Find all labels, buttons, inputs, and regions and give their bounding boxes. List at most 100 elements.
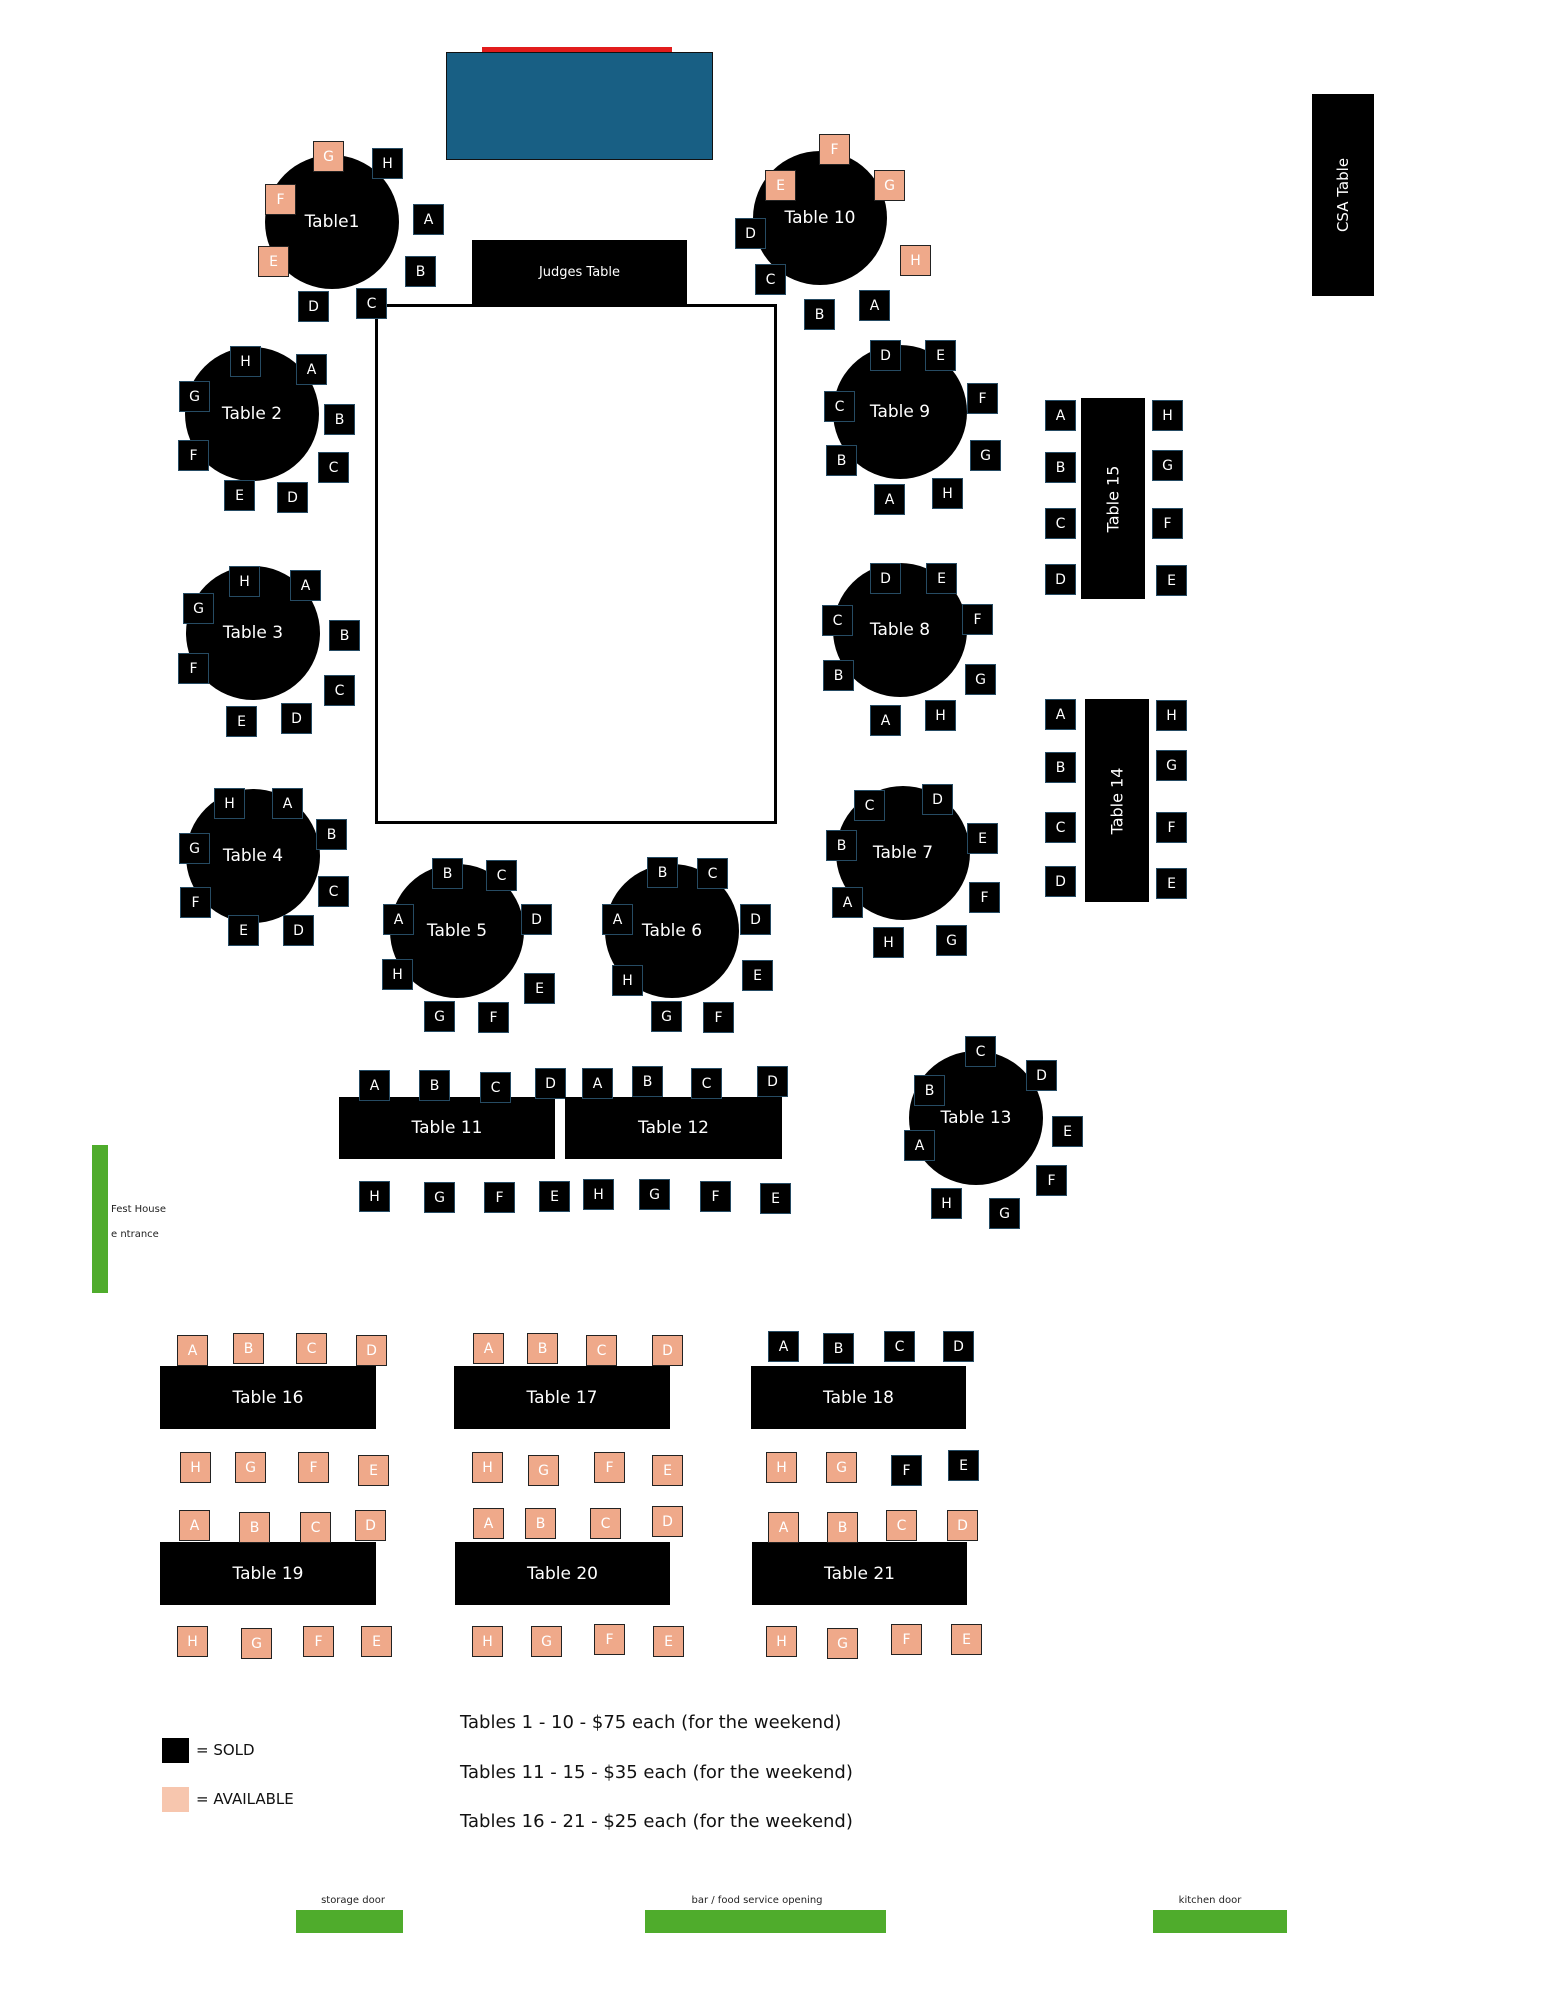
t2-seat-g[interactable]: G xyxy=(179,381,210,412)
t15-seat-g[interactable]: G xyxy=(1152,450,1183,481)
t12-seat-e[interactable]: E xyxy=(760,1183,791,1214)
t10-seat-a[interactable]: A xyxy=(859,290,890,321)
t14-seat-b[interactable]: B xyxy=(1045,752,1076,783)
t11-seat-h[interactable]: H xyxy=(359,1181,390,1212)
t1-seat-g[interactable]: G xyxy=(313,141,344,172)
t20-seat-h[interactable]: H xyxy=(472,1626,503,1657)
t3-seat-e[interactable]: E xyxy=(226,706,257,737)
t19-seat-g[interactable]: G xyxy=(241,1628,272,1659)
t6-seat-e[interactable]: E xyxy=(742,960,773,991)
t15-seat-c[interactable]: C xyxy=(1045,508,1076,539)
t4-seat-a[interactable]: A xyxy=(272,788,303,819)
t1-seat-a[interactable]: A xyxy=(413,204,444,235)
t2-seat-d[interactable]: D xyxy=(277,482,308,513)
t5-seat-e[interactable]: E xyxy=(524,973,555,1004)
t2-seat-h[interactable]: H xyxy=(230,346,261,377)
t20-seat-d[interactable]: D xyxy=(652,1506,683,1537)
t14-seat-a[interactable]: A xyxy=(1045,699,1076,730)
t5-seat-h[interactable]: H xyxy=(382,959,413,990)
t10-seat-d[interactable]: D xyxy=(735,218,766,249)
t6-seat-f[interactable]: F xyxy=(703,1002,734,1033)
t2-seat-f[interactable]: F xyxy=(178,440,209,471)
table-10[interactable]: Table 10 xyxy=(753,151,887,285)
t12-seat-d[interactable]: D xyxy=(757,1066,788,1097)
table-21[interactable]: Table 21 xyxy=(752,1542,967,1605)
t6-seat-g[interactable]: G xyxy=(651,1001,682,1032)
t2-seat-b[interactable]: B xyxy=(324,404,355,435)
t16-seat-c[interactable]: C xyxy=(296,1333,327,1364)
t20-seat-c[interactable]: C xyxy=(590,1508,621,1539)
t18-seat-c[interactable]: C xyxy=(884,1331,915,1362)
t11-seat-c[interactable]: C xyxy=(480,1072,511,1103)
t13-seat-g[interactable]: G xyxy=(989,1198,1020,1229)
t17-seat-f[interactable]: F xyxy=(594,1452,625,1483)
t13-seat-f[interactable]: F xyxy=(1036,1165,1067,1196)
t10-seat-h[interactable]: H xyxy=(900,245,931,276)
t21-seat-b[interactable]: B xyxy=(827,1512,858,1543)
t7-seat-f[interactable]: F xyxy=(969,882,1000,913)
table-13[interactable]: Table 13 xyxy=(909,1051,1043,1185)
t16-seat-e[interactable]: E xyxy=(358,1455,389,1486)
t18-seat-a[interactable]: A xyxy=(768,1331,799,1362)
t19-seat-e[interactable]: E xyxy=(361,1626,392,1657)
t3-seat-h[interactable]: H xyxy=(229,566,260,597)
t4-seat-b[interactable]: B xyxy=(316,819,347,850)
t10-seat-e[interactable]: E xyxy=(765,170,796,201)
t16-seat-b[interactable]: B xyxy=(233,1333,264,1364)
t4-seat-f[interactable]: F xyxy=(180,887,211,918)
t12-seat-f[interactable]: F xyxy=(700,1181,731,1212)
t7-seat-h[interactable]: H xyxy=(873,927,904,958)
t20-seat-f[interactable]: F xyxy=(594,1624,625,1655)
t9-seat-a[interactable]: A xyxy=(874,484,905,515)
t3-seat-b[interactable]: B xyxy=(329,620,360,651)
t1-seat-c[interactable]: C xyxy=(356,288,387,319)
t7-seat-g[interactable]: G xyxy=(936,925,967,956)
t20-seat-a[interactable]: A xyxy=(473,1508,504,1539)
table-14[interactable]: Table 14 xyxy=(1085,699,1149,902)
t19-seat-c[interactable]: C xyxy=(300,1512,331,1543)
t16-seat-f[interactable]: F xyxy=(298,1452,329,1483)
t16-seat-a[interactable]: A xyxy=(177,1335,208,1366)
t2-seat-c[interactable]: C xyxy=(318,452,349,483)
t9-seat-g[interactable]: G xyxy=(970,440,1001,471)
t17-seat-g[interactable]: G xyxy=(528,1455,559,1486)
t20-seat-g[interactable]: G xyxy=(531,1626,562,1657)
t11-seat-d[interactable]: D xyxy=(535,1068,566,1099)
t8-seat-d[interactable]: D xyxy=(870,563,901,594)
t11-seat-e[interactable]: E xyxy=(539,1181,570,1212)
t5-seat-f[interactable]: F xyxy=(478,1002,509,1033)
t4-seat-e[interactable]: E xyxy=(228,915,259,946)
t13-seat-a[interactable]: A xyxy=(904,1130,935,1161)
t1-seat-f[interactable]: F xyxy=(265,184,296,215)
t15-seat-a[interactable]: A xyxy=(1045,400,1076,431)
t17-seat-d[interactable]: D xyxy=(652,1335,683,1366)
t9-seat-f[interactable]: F xyxy=(967,383,998,414)
t1-seat-h[interactable]: H xyxy=(372,148,403,179)
t6-seat-d[interactable]: D xyxy=(740,904,771,935)
t9-seat-c[interactable]: C xyxy=(824,391,855,422)
table-17[interactable]: Table 17 xyxy=(454,1366,670,1429)
t10-seat-f[interactable]: F xyxy=(819,134,850,165)
t19-seat-a[interactable]: A xyxy=(179,1510,210,1541)
t17-seat-e[interactable]: E xyxy=(652,1455,683,1486)
t12-seat-a[interactable]: A xyxy=(582,1068,613,1099)
table-15[interactable]: Table 15 xyxy=(1081,398,1145,599)
t15-seat-h[interactable]: H xyxy=(1152,400,1183,431)
t1-seat-d[interactable]: D xyxy=(298,291,329,322)
t10-seat-c[interactable]: C xyxy=(755,264,786,295)
t8-seat-e[interactable]: E xyxy=(926,563,957,594)
t9-seat-e[interactable]: E xyxy=(925,340,956,371)
t2-seat-e[interactable]: E xyxy=(224,480,255,511)
t3-seat-d[interactable]: D xyxy=(281,703,312,734)
t7-seat-d[interactable]: D xyxy=(922,784,953,815)
t17-seat-c[interactable]: C xyxy=(586,1335,617,1366)
t21-seat-g[interactable]: G xyxy=(827,1628,858,1659)
t12-seat-c[interactable]: C xyxy=(691,1068,722,1099)
t3-seat-a[interactable]: A xyxy=(290,570,321,601)
t9-seat-h[interactable]: H xyxy=(932,478,963,509)
t5-seat-d[interactable]: D xyxy=(521,904,552,935)
t15-seat-f[interactable]: F xyxy=(1152,508,1183,539)
t13-seat-h[interactable]: H xyxy=(931,1188,962,1219)
t7-seat-b[interactable]: B xyxy=(826,830,857,861)
t7-seat-c[interactable]: C xyxy=(854,790,885,821)
